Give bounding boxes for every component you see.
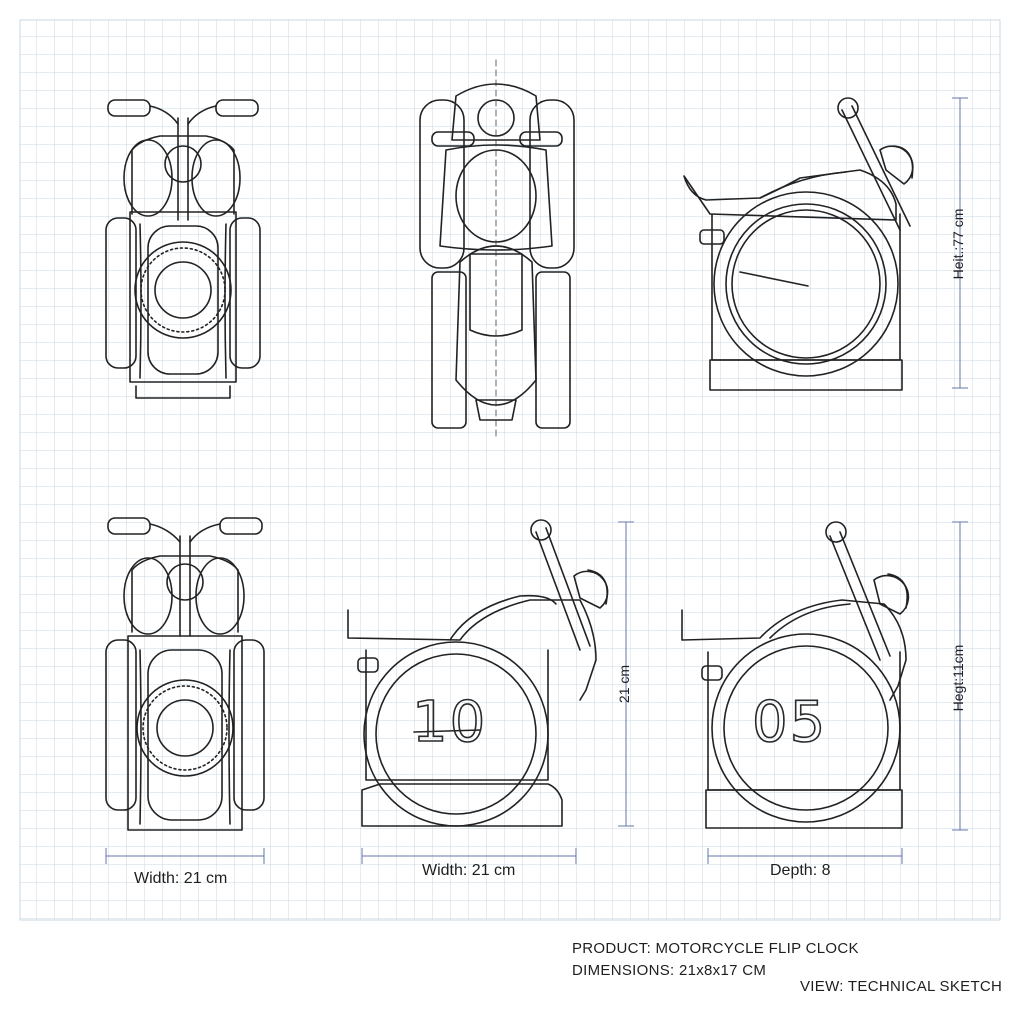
clock-view-right	[681, 521, 910, 829]
width-label-bottom-left: Width: 21 cm	[134, 870, 228, 887]
dimension-height-bottom-middle	[618, 521, 634, 827]
dimension-width-bottom-middle	[361, 848, 577, 864]
height-label-top-right: Heit.:77 cm	[950, 208, 966, 280]
clock-view-left	[347, 519, 609, 827]
height-label-bottom-right: Hegt:11cm	[950, 644, 966, 712]
width-label-bottom-middle: Width: 21 cm	[422, 862, 516, 879]
product-line: PRODUCT: MOTORCYCLE FLIP CLOCK	[572, 940, 859, 957]
clock-digits-10: 10	[411, 689, 488, 756]
front-view-bottom	[105, 517, 265, 831]
dimension-width-bottom-left	[105, 848, 265, 864]
dimension-height-bottom-right	[952, 521, 968, 831]
depth-label-bottom-right: Depth: 8	[770, 862, 831, 879]
height-label-bottom-middle: 21 cm	[616, 664, 632, 704]
dimension-height-top-right	[952, 97, 968, 389]
dimension-depth-bottom-right	[707, 848, 903, 864]
dimensions-line: DIMENSIONS: 21x8x17 CM	[572, 962, 767, 979]
clock-digits-05: 05	[751, 689, 828, 756]
view-line: VIEW: TECHNICAL SKETCH	[800, 978, 1003, 995]
front-view-top	[105, 99, 261, 399]
top-view	[419, 59, 575, 441]
side-view-top	[683, 97, 914, 391]
grid-border	[19, 19, 1001, 921]
